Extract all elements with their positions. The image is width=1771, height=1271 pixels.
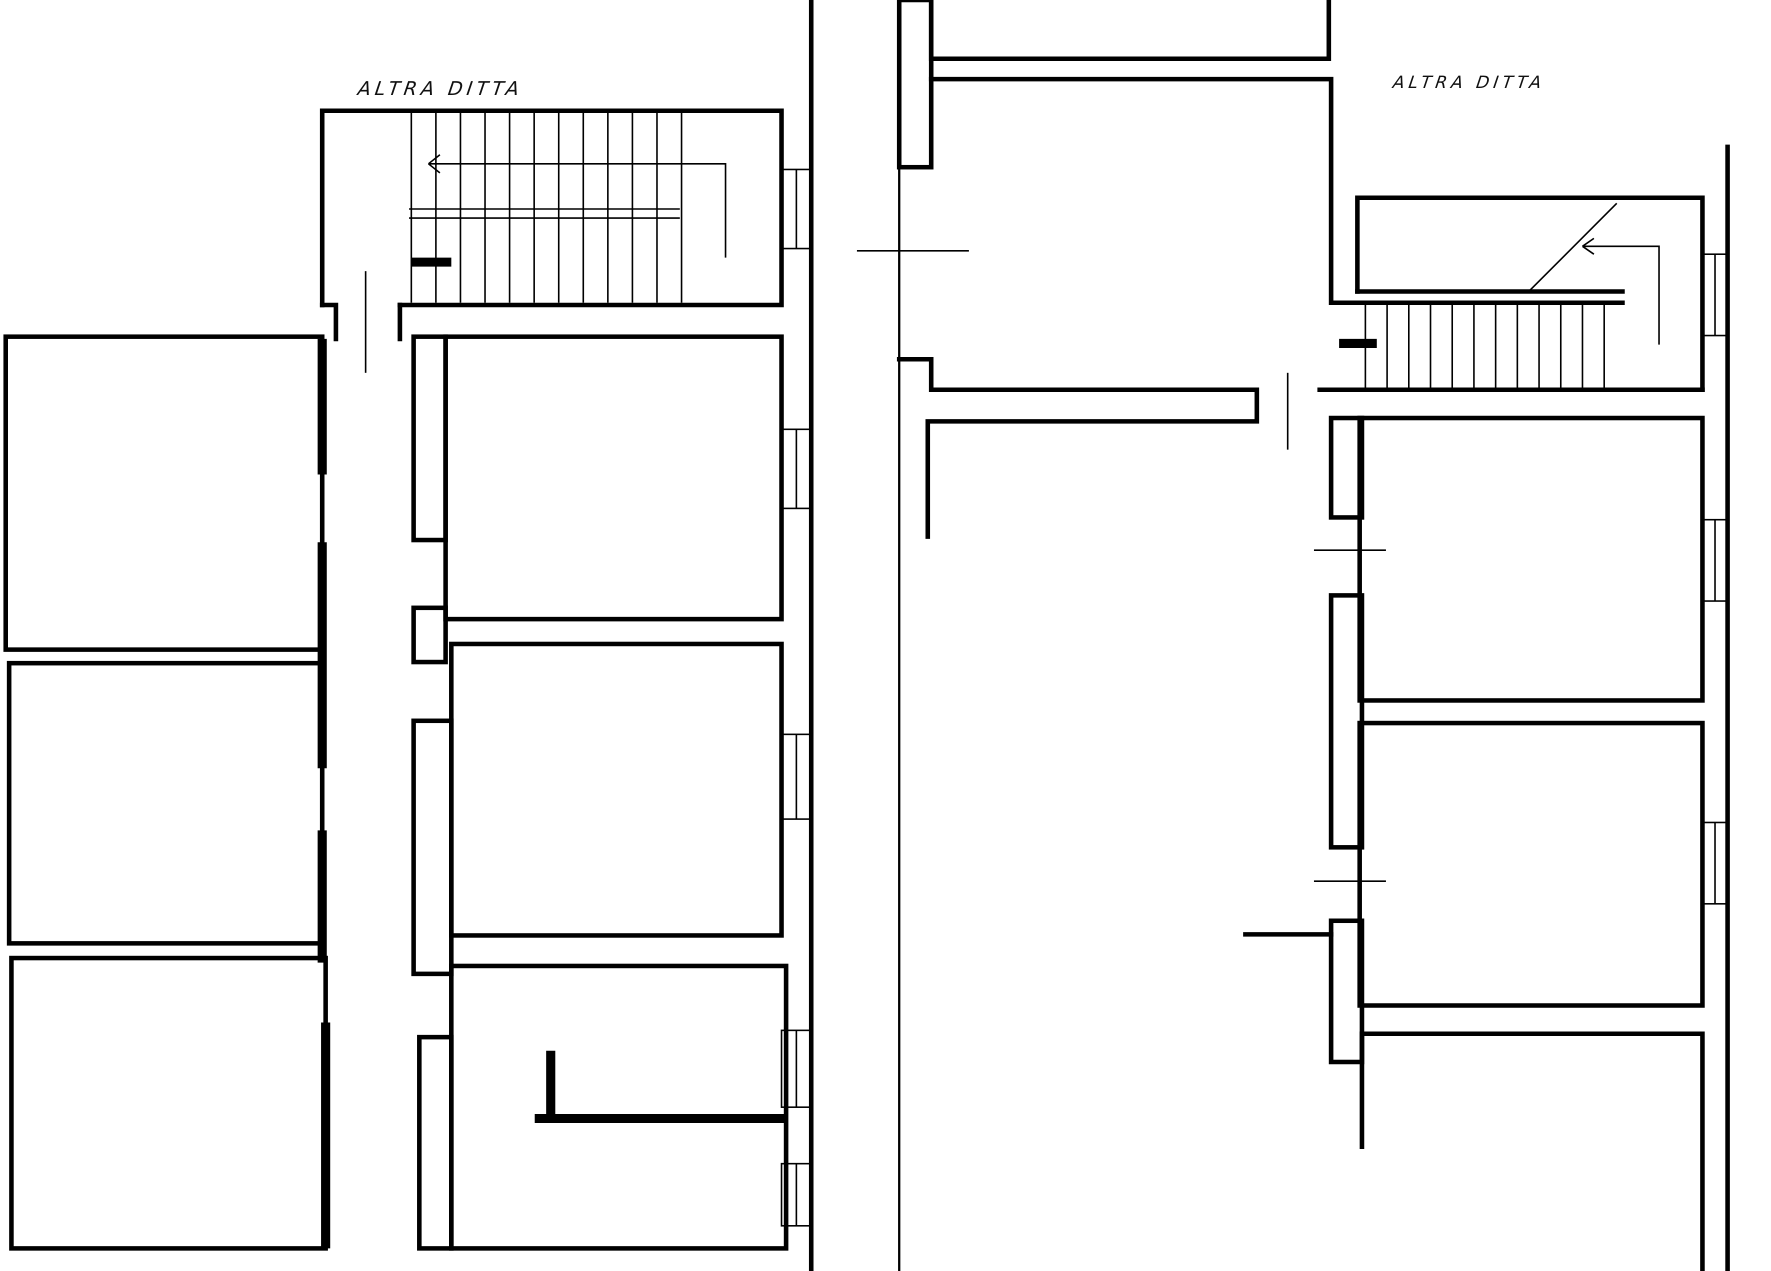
room: [443, 334, 784, 622]
room: [3, 334, 325, 652]
stair-arrow: [427, 154, 727, 258]
stairwell-walls: [319, 108, 784, 308]
room: [449, 641, 784, 938]
room: [9, 955, 328, 1251]
pillar: [417, 1034, 454, 1251]
stairs: [409, 112, 683, 303]
pillar: [1328, 593, 1365, 850]
room: [449, 963, 789, 1251]
windows: [780, 168, 813, 1227]
neighbor-label-right: ALTRA DITTA: [1391, 73, 1547, 93]
pillar: [1328, 918, 1365, 1065]
windows: [1701, 253, 1729, 905]
neighbor-label-left: ALTRA DITTA: [356, 78, 525, 100]
room: [1357, 415, 1705, 703]
stairs: [1364, 302, 1605, 388]
pillar: [411, 718, 454, 977]
left-building: [3, 0, 814, 1271]
pillar: [1328, 415, 1365, 520]
room: [1359, 1031, 1705, 1271]
room: [1357, 720, 1705, 1008]
stair-arrow: [1528, 202, 1660, 345]
pillar: [411, 334, 448, 543]
right-building: [856, 0, 1730, 1271]
room: [6, 660, 325, 946]
